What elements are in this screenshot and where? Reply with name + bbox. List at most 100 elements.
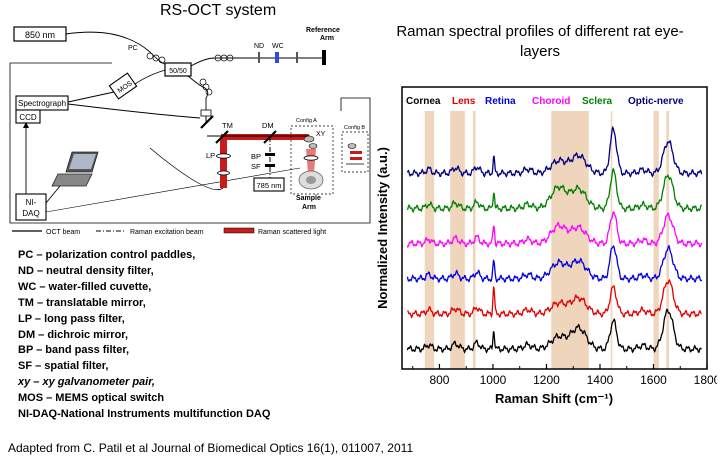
nd-filter: [258, 52, 260, 63]
x-axis-ticks: 80010001200140016001800: [412, 364, 717, 387]
abbrev-nidaq: NI-DAQ-National Instruments multifunctio…: [18, 408, 271, 421]
reference-mirror: [322, 50, 326, 65]
abbrev-mos: MOS – MEMS optical switch: [18, 392, 165, 405]
abbrev-tm: TM – translatable mirror,: [18, 296, 146, 309]
abbrev-dm: DM – dichroic mirror,: [18, 328, 129, 341]
xy-label: XY: [316, 131, 326, 138]
x-tick-label: 1600: [640, 373, 667, 387]
source-box: [13, 26, 67, 42]
config-b-label: Config B: [344, 125, 365, 131]
laser-label: 785 nm: [256, 181, 281, 190]
rs-oct-schematic: 850 nm PC 50/50 ND WC Reference Arm MOS …: [9, 26, 371, 236]
laser-box: [253, 177, 285, 192]
daq-to-scanner: [45, 167, 301, 213]
fiber-mos-spectrograph: [67, 91, 115, 103]
spectrograph-box: [15, 95, 69, 111]
abbrev-nd: ND – neutral density filter,: [18, 264, 154, 277]
sample-paddles-icon: [199, 78, 213, 96]
nidaq-box: [15, 193, 47, 221]
x-tick-label: 1800: [694, 373, 717, 387]
abbrev-wc: WC – water-filled cuvette,: [18, 280, 152, 293]
collimator: [200, 109, 212, 117]
nidaq-label-1: NI-: [26, 198, 37, 207]
x-tick-label: 800: [429, 373, 449, 387]
wc-label: WC: [272, 43, 284, 50]
schematic-title: RS-OCT system: [160, 2, 277, 19]
coupler-label: 50/50: [169, 68, 187, 75]
ccd-label: CCD: [19, 113, 37, 122]
sample-arm-label-1: Sample: [296, 195, 321, 202]
coupler-box: [164, 62, 192, 77]
legend-item-retina: Retina: [485, 96, 516, 107]
abbrev-lp: LP – long pass filter,: [18, 312, 125, 325]
lp-lens: [216, 153, 231, 159]
laptop-icon: [51, 151, 99, 187]
highlight-band: [610, 111, 613, 369]
spectrum-line-optic-nerve: [406, 125, 703, 178]
fiber-coupler-sample: [187, 75, 209, 110]
galvo-scanner-icon: [303, 135, 318, 149]
legend-item-optic-nerve: Optic-nerve: [628, 96, 684, 107]
eye-sample-icon: [298, 170, 324, 190]
water-cuvette: [275, 52, 279, 63]
spectrum-line-cornea: [406, 308, 702, 354]
y-axis-label: Normalized Intensity (a.u.): [375, 147, 390, 309]
legend-item-cornea: Cornea: [406, 96, 441, 107]
spectrum-line-choroid: [406, 210, 703, 249]
abbreviation-list: PC – polarization control paddles, ND – …: [18, 248, 270, 423]
raman-beam-horizontal: [221, 134, 309, 140]
reference-lens: [296, 52, 298, 63]
x-axis-label: Raman Shift (cm⁻¹): [495, 391, 613, 406]
fiber-raman-return: [67, 103, 201, 119]
scan-cone: [306, 149, 316, 173]
citation: Adapted from C. Patil et al Journal of B…: [8, 441, 414, 455]
config-a-box: [290, 125, 334, 195]
bp-filter: [265, 153, 275, 156]
lp-label: LP: [206, 151, 215, 160]
legend-raman-exc-label: Raman excitation beam: [130, 229, 204, 236]
plot-frame: [401, 86, 708, 370]
x-tick-label: 1200: [533, 373, 560, 387]
chart-title: Raman spectral profiles of different rat…: [396, 23, 684, 60]
legend-raman-sc-label: Raman scattered light: [258, 229, 326, 236]
config-b-box: [341, 131, 369, 173]
fiber-lens: [217, 170, 230, 176]
raman-beam-down: [220, 140, 227, 188]
source-label: 850 nm: [25, 30, 55, 40]
config-a-label: Config A: [296, 118, 317, 124]
reference-paddles-icon: [214, 54, 234, 62]
x-tick-label: 1000: [480, 373, 507, 387]
tm-mirror: [200, 115, 214, 129]
config-b-optics-icon: [346, 143, 364, 165]
nidaq-label-2: DAQ: [22, 209, 39, 218]
objective-lens: [303, 155, 319, 161]
legend-item-choroid: Choroid: [532, 96, 570, 107]
laptop-to-daq: [45, 185, 61, 204]
dm-label: DM: [262, 121, 274, 130]
legend-oct-label: OCT beam: [46, 229, 80, 236]
nd-label: ND: [254, 43, 264, 50]
spectrograph-label: Spectrograph: [18, 99, 66, 108]
abbrev-bp: BP – band pass filter,: [18, 344, 130, 357]
legend-raman-sc-swatch: [223, 227, 255, 234]
raman-fiber: [149, 147, 224, 190]
frame-line: [9, 63, 371, 224]
abbrev-sf: SF – spatial filter,: [18, 360, 109, 373]
spectrum-line-retina: [406, 244, 703, 284]
spectrum-line-lens: [407, 279, 702, 319]
sf-filter: [265, 164, 275, 167]
spectrum-line-sclera: [406, 167, 703, 213]
spectra-series: [406, 125, 703, 354]
fiber-source-coupler: [65, 31, 179, 67]
tm-label: TM: [222, 121, 233, 130]
arrowhead: [23, 122, 29, 128]
highlight-band: [666, 111, 670, 369]
reference-arm-label-2: Arm: [320, 35, 334, 42]
legend-item-sclera: Sclera: [582, 96, 612, 107]
pc-label: PC: [128, 45, 138, 52]
tm-lower-mirror: [215, 130, 229, 144]
abbrev-xy: xy – xy galvanometer pair,: [18, 376, 155, 389]
reference-arm-label-1: Reference: [306, 27, 340, 34]
